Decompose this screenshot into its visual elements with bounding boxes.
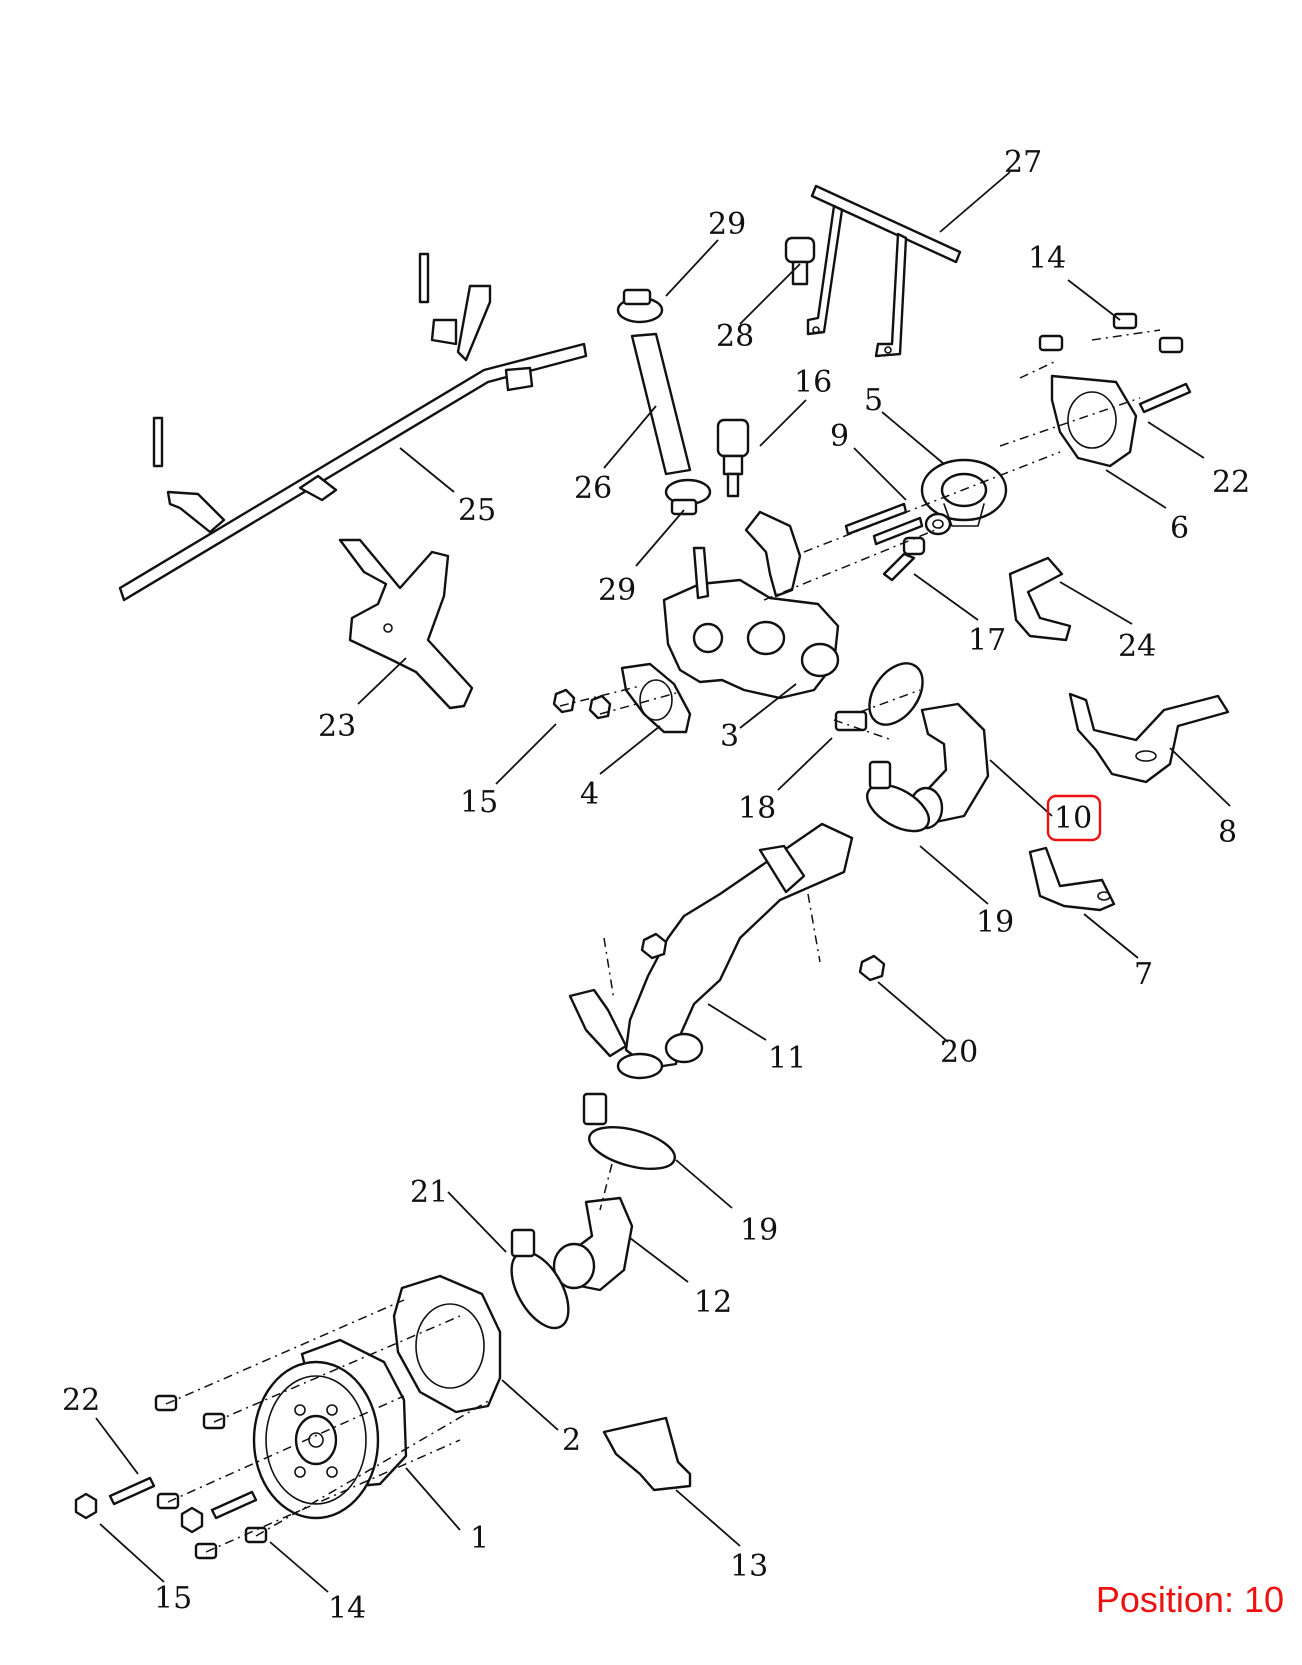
label-part-1[interactable]: 1 (470, 1521, 489, 1556)
part-19-clamp-upper[interactable] (860, 760, 937, 841)
label-part-10[interactable]: 10 (1054, 801, 1092, 836)
part-26-hose[interactable] (630, 332, 692, 476)
label-part-3[interactable]: 3 (720, 719, 739, 754)
part-22-stud-upper[interactable] (1138, 382, 1192, 414)
label-part-15-upper[interactable]: 15 (460, 785, 498, 820)
part-6-coolant-outlet[interactable] (1050, 374, 1138, 468)
label-part-13[interactable]: 13 (730, 1549, 768, 1584)
part-22-studs-lower[interactable] (108, 1476, 258, 1520)
assembly-lines (165, 329, 1161, 1553)
label-part-25[interactable]: 25 (458, 493, 496, 528)
label-part-22-upper[interactable]: 22 (1212, 465, 1250, 500)
part-9-seal-ring[interactable] (844, 502, 952, 546)
part-23-bracket[interactable] (338, 538, 474, 710)
part-19-clamp-lower[interactable] (582, 1092, 679, 1177)
label-part-26[interactable]: 26 (574, 471, 612, 506)
label-part-21[interactable]: 21 (410, 1175, 448, 1210)
leader-lines (95, 171, 1231, 1593)
part-15-nuts-lower[interactable] (74, 1492, 204, 1534)
part-12-short-hose[interactable] (552, 1196, 634, 1292)
label-part-22-lower[interactable]: 22 (62, 1383, 100, 1418)
part-25-long-pipe[interactable] (118, 252, 588, 602)
label-part-16[interactable]: 16 (794, 365, 832, 400)
part-21-clamp[interactable] (500, 1228, 580, 1337)
part-17-bolt[interactable] (882, 536, 926, 582)
part-13-bracket[interactable] (602, 1416, 692, 1492)
label-part-2[interactable]: 2 (562, 1423, 581, 1458)
label-part-29-upper[interactable]: 29 (708, 207, 746, 242)
label-part-18[interactable]: 18 (738, 791, 776, 826)
label-part-5[interactable]: 5 (864, 383, 883, 418)
label-part-8[interactable]: 8 (1218, 815, 1237, 850)
part-29-clamp-lower[interactable] (664, 478, 712, 516)
part-1-water-pump[interactable] (252, 1338, 408, 1520)
label-part-6[interactable]: 6 (1170, 511, 1189, 546)
label-part-4[interactable]: 4 (580, 777, 599, 812)
part-16-temperature-sensor[interactable] (716, 418, 750, 498)
label-part-7[interactable]: 7 (1134, 957, 1153, 992)
part-27-coolant-pipe[interactable] (806, 184, 962, 358)
label-part-9[interactable]: 9 (830, 419, 849, 454)
label-part-17[interactable]: 17 (968, 623, 1006, 658)
label-part-28[interactable]: 28 (716, 319, 754, 354)
part-24-bracket[interactable] (1008, 556, 1072, 642)
label-part-19-upper[interactable]: 19 (976, 905, 1014, 940)
label-part-24[interactable]: 24 (1118, 629, 1156, 664)
part-20-bolts[interactable] (640, 932, 886, 982)
label-part-23[interactable]: 23 (318, 709, 356, 744)
label-part-12[interactable]: 12 (694, 1285, 732, 1320)
label-part-11[interactable]: 11 (768, 1041, 806, 1076)
highlight-box (1046, 794, 1102, 842)
part-14-bolts-upper[interactable] (1038, 312, 1184, 354)
part-28-bolt[interactable] (784, 236, 816, 286)
part-labels: 27 29 14 28 16 5 9 22 6 26 25 29 17 24 2… (62, 145, 1250, 1626)
label-part-20[interactable]: 20 (940, 1035, 978, 1070)
position-caption: Position: 10 (1095, 1579, 1284, 1620)
label-part-14-upper[interactable]: 14 (1028, 241, 1066, 276)
label-part-19-lower[interactable]: 19 (740, 1213, 778, 1248)
part-8-bracket[interactable] (1068, 692, 1230, 784)
part-7-bracket[interactable] (1028, 846, 1116, 912)
label-part-27[interactable]: 27 (1004, 145, 1042, 180)
label-part-29-lower[interactable]: 29 (598, 573, 636, 608)
part-14-bolts-lower[interactable] (154, 1394, 268, 1560)
part-3-thermostat-housing[interactable] (662, 510, 840, 700)
part-4-gasket[interactable] (620, 662, 692, 734)
label-part-14-lower[interactable]: 14 (328, 1591, 366, 1626)
part-18-clamp[interactable] (834, 654, 934, 735)
part-29-clamp-upper[interactable] (616, 288, 664, 324)
label-part-15-lower[interactable]: 15 (154, 1581, 192, 1616)
part-2-pump-gasket[interactable] (392, 1274, 502, 1414)
part-15-nuts-upper[interactable] (552, 688, 612, 720)
part-11-water-pipe[interactable] (568, 822, 854, 1080)
